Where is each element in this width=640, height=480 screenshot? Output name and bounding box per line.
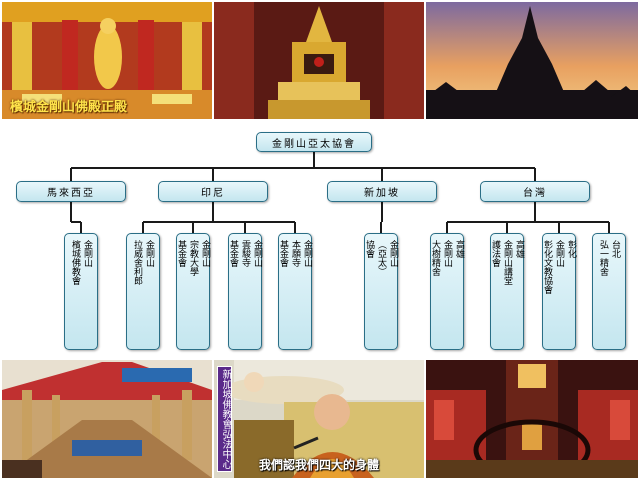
org-label-line: 雲駿寺	[240, 240, 250, 267]
org-label-line: 高雄	[514, 240, 524, 258]
org-label-line: 弘一精舍	[598, 240, 608, 276]
org-box-1-1: 金剛山宗教大學基金會	[176, 233, 210, 350]
org-label-line: 高雄	[454, 240, 464, 258]
region-box-2: 新加坡	[327, 181, 437, 202]
org-label-line: 本願寺	[290, 240, 300, 267]
org-box-3-0: 高雄金剛山大樹精舍	[430, 233, 464, 350]
org-label-line: 金剛山	[144, 240, 154, 267]
org-label-line: 護法會	[490, 240, 500, 267]
org-label-line: 金剛山	[388, 240, 398, 267]
org-label-line: 金剛山	[554, 240, 564, 267]
org-box-3-1: 高雄金剛山講堂護法會	[490, 233, 524, 350]
org-label-line: 檳城佛教會	[70, 240, 80, 285]
org-box-3-2: 彰化金剛山彰化文教協會	[542, 233, 576, 350]
org-box-0-0: 金剛山檳城佛教會	[64, 233, 98, 350]
photo-stupa-silhouette	[426, 2, 638, 119]
org-box-1-3: 金剛山本願寺基金會	[278, 233, 312, 350]
org-label-line: 基金會	[176, 240, 186, 267]
org-box-1-0: 金剛山拉威舍利郎	[126, 233, 160, 350]
photo-hall-interior	[2, 360, 212, 478]
org-label-line: 大樹精舍	[430, 240, 440, 276]
photo-main-hall: 檳城金剛山佛殿正殿	[2, 2, 212, 119]
photo-shrine-room	[426, 360, 638, 478]
org-label-line: 金剛山	[442, 240, 452, 267]
video-subtitle: 我們認我們四大的身體	[258, 458, 379, 472]
org-label-line: 宗教大學	[188, 240, 198, 276]
org-label-line: 金剛山	[200, 240, 210, 267]
org-label-line: （亞太）	[376, 240, 386, 276]
region-box-1: 印尼	[158, 181, 268, 202]
org-label-line: 金剛山	[252, 240, 262, 267]
main-hall-caption: 檳城金剛山佛殿正殿	[10, 100, 128, 115]
org-label-line: 拉威舍利郎	[132, 240, 142, 285]
org-label-line: 基金會	[278, 240, 288, 267]
photo-dharma-talk-video: 新加坡佛教會弘法中心 我們認我們四大的身體	[214, 360, 424, 478]
org-box-2-0: 金剛山（亞太）協會	[364, 233, 398, 350]
org-label-line: 彰化文教協會	[542, 240, 552, 294]
org-root-box: 金剛山亞太協會	[256, 132, 372, 152]
org-label-line: 金剛山	[302, 240, 312, 267]
org-box-3-3: 台北弘一精舍	[592, 233, 626, 350]
org-label-line: 台北	[610, 240, 620, 258]
org-label-line: 金剛山講堂	[502, 240, 512, 285]
region-box-0: 馬來西亞	[16, 181, 126, 202]
org-label-line: 金剛山	[82, 240, 92, 267]
region-box-3: 台灣	[480, 181, 590, 202]
org-label-line: 協會	[364, 240, 374, 258]
org-label-line: 基金會	[228, 240, 238, 267]
org-label-line: 彰化	[566, 240, 576, 258]
center-name-banner: 新加坡佛教會弘法中心	[217, 366, 232, 472]
photo-golden-stupa-shrine	[214, 2, 424, 119]
org-box-1-2: 金剛山雲駿寺基金會	[228, 233, 262, 350]
